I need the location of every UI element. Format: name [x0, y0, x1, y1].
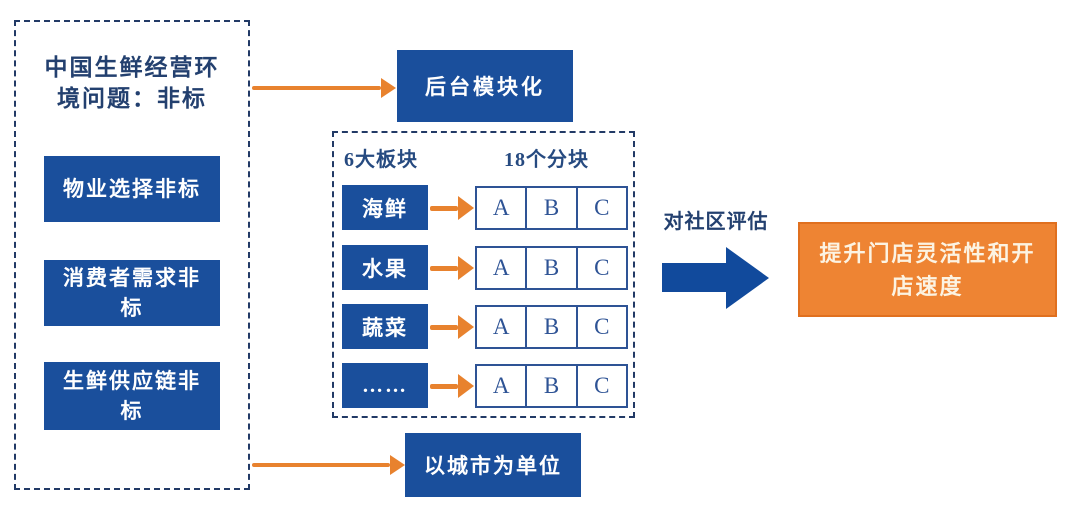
arrow-right-icon — [430, 256, 474, 280]
subblock-cell: C — [575, 188, 626, 228]
subblock-table: A B C — [475, 186, 628, 230]
module-row-vegetable: 蔬菜 A B C — [334, 304, 633, 350]
subblock-cell: C — [575, 248, 626, 288]
arrow-head-icon — [458, 256, 474, 280]
city-unit-box: 以城市为单位 — [405, 433, 581, 497]
big-blue-arrow-icon — [662, 247, 769, 309]
subblock-cell: C — [575, 307, 626, 347]
module-row-others: …… A B C — [334, 363, 633, 409]
subblock-cell: B — [525, 188, 575, 228]
subblock-cell: A — [492, 195, 510, 220]
problem-panel: 中国生鲜经营环境问题：非标 物业选择非标 消费者需求非标 生鲜供应链非标 — [14, 20, 250, 490]
module-row-fruit: 水果 A B C — [334, 245, 633, 291]
problem-item-consumer: 消费者需求非标 — [44, 260, 220, 326]
module-row-label: 水果 — [342, 245, 428, 290]
arrow-shaft — [430, 383, 458, 389]
subblock-cell: B — [525, 366, 575, 406]
subblock-cell: B — [525, 307, 575, 347]
arrow-head-icon — [458, 196, 474, 220]
subblock-table: A B C — [475, 364, 628, 408]
module-row-seafood: 海鲜 A B C — [334, 185, 633, 231]
module-row-label: …… — [342, 363, 428, 408]
arrow-shaft — [430, 205, 458, 211]
arrow-right-icon — [252, 454, 405, 476]
subblock-cell: C — [575, 366, 626, 406]
arrow-head-icon — [458, 315, 474, 339]
arrow-right-icon — [430, 315, 474, 339]
subblock-cell: A — [492, 314, 510, 339]
problem-item-property: 物业选择非标 — [44, 156, 220, 222]
arrow-shaft — [430, 265, 458, 271]
subblock-cell: A — [492, 255, 510, 280]
module-row-label: 蔬菜 — [342, 304, 428, 349]
arrow-shaft — [430, 324, 458, 330]
arrow-shaft — [252, 86, 381, 90]
arrow-head-icon — [390, 455, 405, 475]
subblock-table: A B C — [475, 305, 628, 349]
module-row-label: 海鲜 — [342, 185, 428, 230]
module-panel-header-sections: 6大板块 — [344, 149, 418, 171]
community-assessment-label: 对社区评估 — [663, 211, 769, 233]
arrow-right-icon — [430, 196, 474, 220]
arrow-shaft — [252, 463, 390, 467]
problem-panel-title: 中国生鲜经营环境问题：非标 — [44, 55, 220, 112]
problem-item-supply-chain: 生鲜供应链非标 — [44, 362, 220, 430]
result-box: 提升门店灵活性和开店速度 — [798, 222, 1057, 317]
subblock-cell: A — [492, 373, 510, 398]
arrow-head-icon — [381, 78, 396, 98]
subblock-cell: B — [525, 248, 575, 288]
arrow-head-icon — [458, 374, 474, 398]
backend-modularization-box: 后台模块化 — [397, 50, 573, 122]
subblock-table: A B C — [475, 246, 628, 290]
module-panel: 6大板块 18个分块 海鲜 A B C 水果 A B C 蔬菜 A — [332, 131, 635, 418]
arrow-right-icon — [252, 77, 396, 99]
arrow-right-icon — [430, 374, 474, 398]
module-panel-header-subblocks: 18个分块 — [504, 149, 589, 171]
